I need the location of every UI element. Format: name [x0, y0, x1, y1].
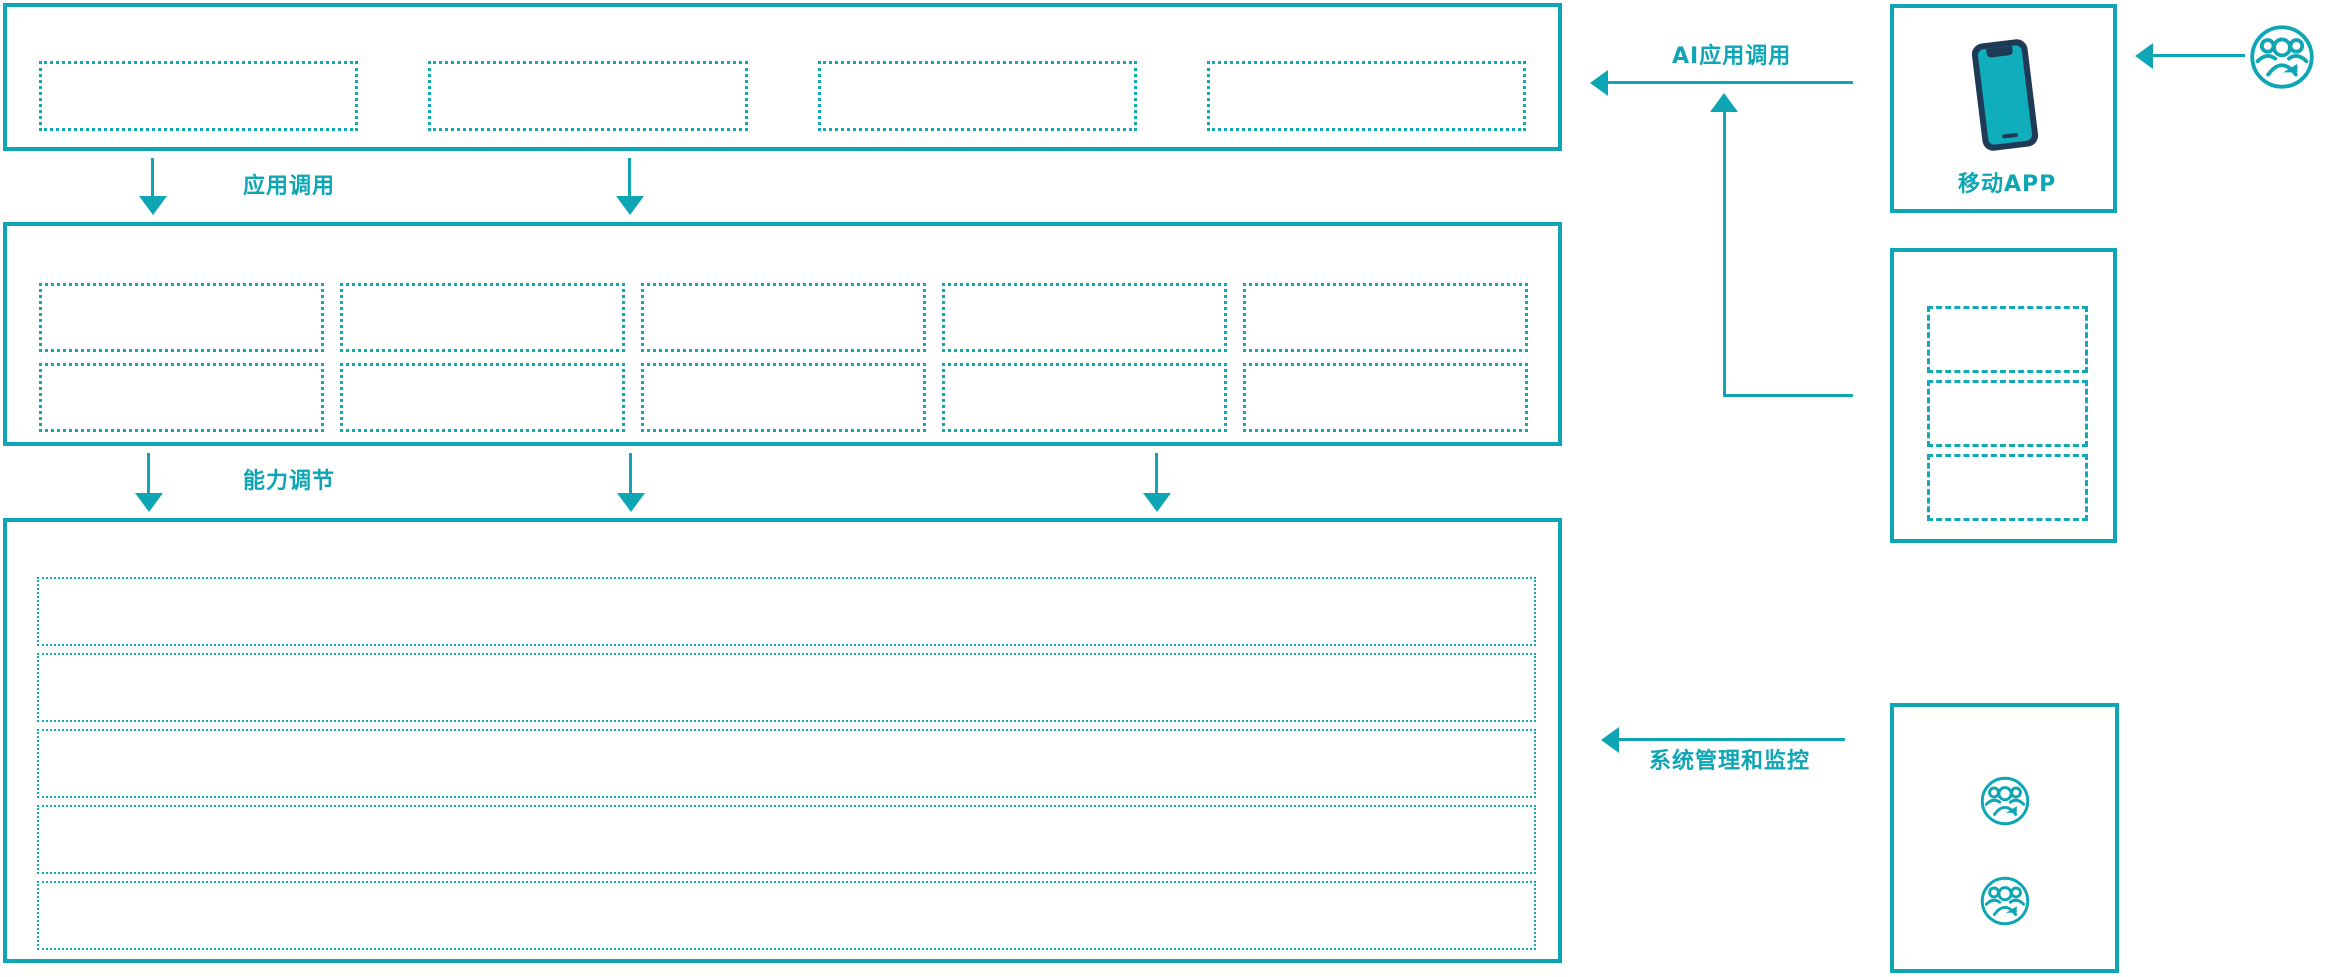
placeholder-row — [37, 881, 1536, 950]
connector-label-ai-app-call: AI应用调用 — [1672, 44, 1792, 69]
user-group-icon — [1979, 775, 2031, 827]
user-group-icon — [1979, 875, 2031, 927]
admin-box — [1890, 703, 2119, 973]
placeholder-box — [1927, 380, 2088, 447]
mobile-app-box: 移动APP — [1890, 4, 2117, 213]
placeholder-box — [942, 363, 1227, 432]
arrow-shaft — [629, 453, 632, 494]
user-group-icon — [2248, 23, 2316, 91]
arrow-shaft — [151, 158, 154, 197]
arrow-left-icon — [2135, 43, 2153, 69]
placeholder-box — [39, 363, 324, 432]
placeholder-box — [39, 283, 324, 352]
connector-shaft — [1723, 110, 1726, 397]
arrow-down-icon — [135, 493, 163, 512]
placeholder-box — [1206, 61, 1526, 131]
top-band-slots — [39, 61, 1526, 131]
placeholder-box — [428, 61, 748, 131]
arrow-down-icon — [139, 196, 167, 215]
bottom-band — [3, 518, 1562, 963]
middle-band — [3, 222, 1562, 446]
top-band — [3, 3, 1562, 151]
placeholder-box — [1243, 363, 1528, 432]
arrow-down-icon — [616, 196, 644, 215]
connector-label-system-mgmt: 系统管理和监控 — [1649, 749, 1811, 774]
arrow-shaft — [1618, 738, 1845, 741]
middle-band-slots — [39, 283, 1528, 432]
smartphone-icon — [1950, 30, 2060, 164]
placeholder-box — [340, 283, 625, 352]
flow-label-app-call: 应用调用 — [243, 174, 336, 199]
placeholder-box — [39, 61, 359, 131]
bottom-band-slots — [37, 577, 1536, 950]
mini-box-slots — [1927, 306, 2088, 521]
placeholder-box — [1927, 306, 2088, 373]
placeholder-box — [1927, 454, 2088, 521]
connector-shaft — [1723, 394, 1853, 397]
mini-channel-box — [1890, 248, 2117, 543]
placeholder-row — [37, 653, 1536, 722]
placeholder-row — [37, 729, 1536, 798]
placeholder-box — [942, 283, 1227, 352]
arrow-left-icon — [1601, 727, 1619, 753]
arrow-left-icon — [1590, 70, 1608, 96]
mobile-app-label: 移动APP — [1958, 172, 2057, 197]
placeholder-box — [817, 61, 1137, 131]
arrow-down-icon — [1143, 493, 1171, 512]
arrow-shaft — [1607, 81, 1853, 84]
admin-user-icons — [1894, 707, 2115, 969]
arrow-shaft — [2152, 54, 2245, 57]
arrow-shaft — [1155, 453, 1158, 494]
placeholder-row — [37, 577, 1536, 646]
placeholder-box — [1243, 283, 1528, 352]
placeholder-box — [340, 363, 625, 432]
arrow-shaft — [147, 453, 150, 494]
flow-label-capability: 能力调节 — [243, 469, 336, 494]
placeholder-row — [37, 805, 1536, 874]
placeholder-box — [641, 363, 926, 432]
arrow-up-icon — [1710, 93, 1738, 112]
arrow-down-icon — [617, 493, 645, 512]
arrow-shaft — [628, 158, 631, 197]
placeholder-box — [641, 283, 926, 352]
